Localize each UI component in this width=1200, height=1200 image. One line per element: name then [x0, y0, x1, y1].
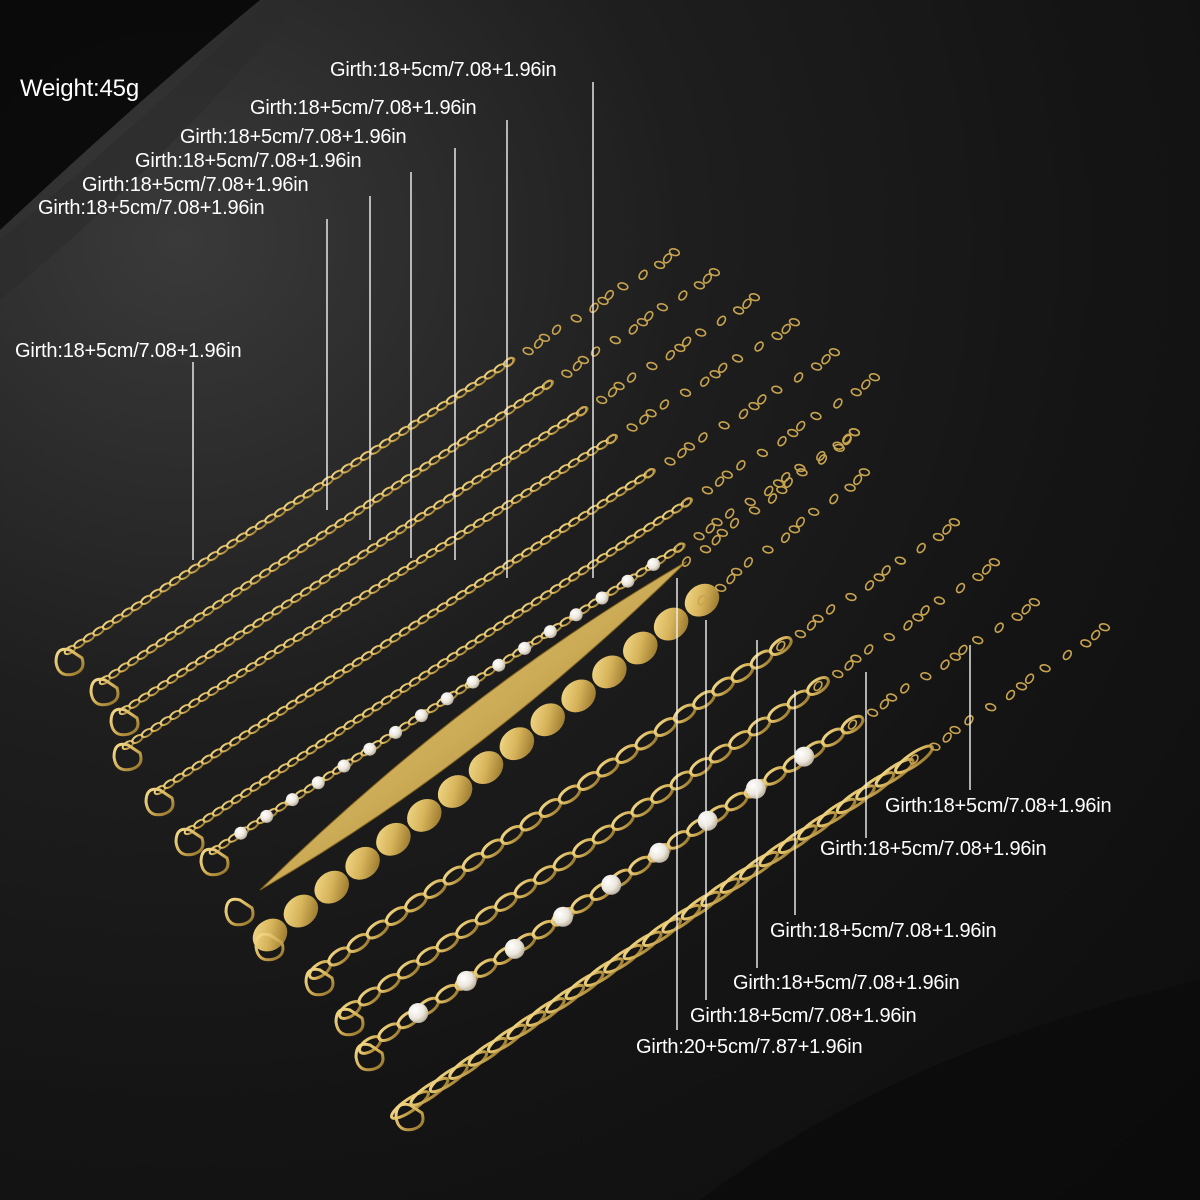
bracelet-10	[304, 518, 961, 997]
girth-label-9: Girth:18+5cm/7.08+1.96in	[820, 838, 1047, 860]
bracelet-6	[174, 373, 881, 857]
bracelet-2	[89, 268, 721, 707]
bracelet-1	[54, 248, 681, 677]
bracelet-chains	[54, 248, 1111, 1132]
bracelet-9	[252, 468, 871, 962]
girth-label-8: Girth:18+5cm/7.08+1.96in	[885, 795, 1112, 817]
girth-label-2: Girth:18+5cm/7.08+1.96in	[250, 97, 477, 119]
bracelet-5	[144, 348, 841, 817]
bracelet-8	[224, 428, 861, 927]
girth-label-1: Girth:18+5cm/7.08+1.96in	[330, 59, 557, 81]
girth-label-3: Girth:18+5cm/7.08+1.96in	[180, 126, 407, 148]
bracelet-4	[112, 317, 801, 772]
girth-label-4: Girth:18+5cm/7.08+1.96in	[135, 150, 362, 172]
bracelet-3	[109, 293, 761, 737]
girth-label-7: Girth:18+5cm/7.08+1.96in	[15, 340, 242, 362]
girth-label-12: Girth:18+5cm/7.08+1.96in	[690, 1005, 917, 1027]
girth-label-10: Girth:18+5cm/7.08+1.96in	[770, 920, 997, 942]
label-leader-lines	[192, 82, 971, 1030]
bracelet-11	[334, 558, 1001, 1037]
girth-label-13: Girth:20+5cm/7.87+1.96in	[636, 1036, 863, 1058]
bracelet-13	[390, 623, 1111, 1132]
weight-label: Weight:45g	[20, 75, 139, 102]
girth-label-11: Girth:18+5cm/7.08+1.96in	[733, 972, 960, 994]
girth-label-6: Girth:18+5cm/7.08+1.96in	[38, 197, 265, 219]
girth-label-5: Girth:18+5cm/7.08+1.96in	[82, 174, 309, 196]
bracelet-12	[354, 598, 1041, 1072]
bracelet-7	[199, 428, 861, 877]
